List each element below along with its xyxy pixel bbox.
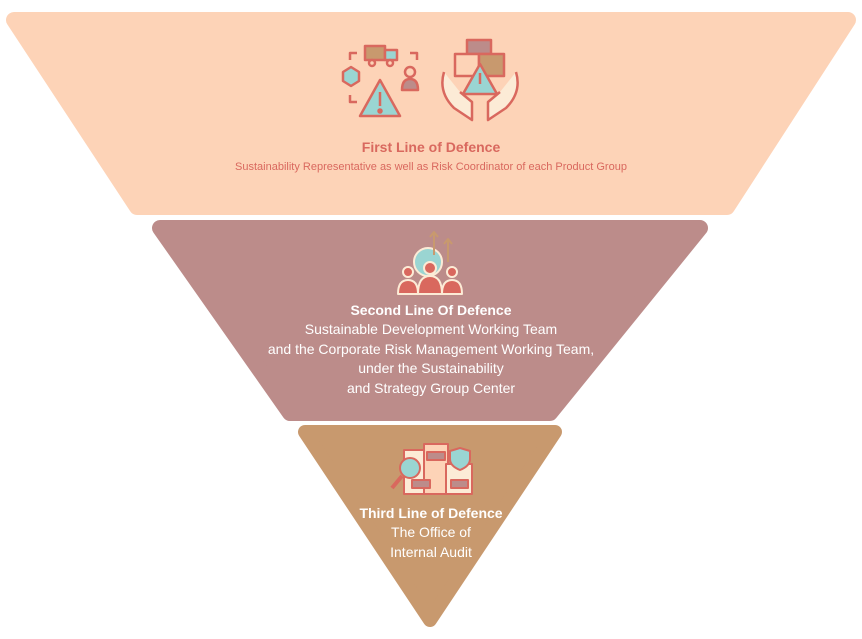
second-line-text: Sustainable Development Working Team bbox=[304, 321, 558, 337]
third-line-title: Third Line of Defence bbox=[359, 505, 503, 521]
supply-chain-risk-icon bbox=[341, 44, 420, 118]
second-line-text: under the Sustainability bbox=[358, 360, 504, 376]
audit-icon bbox=[390, 443, 473, 495]
first-line-subtitle: Sustainability Representative as well as… bbox=[235, 161, 627, 173]
second-line-text: and the Corporate Risk Management Workin… bbox=[267, 340, 595, 357]
first-line-shape bbox=[6, 12, 856, 215]
second-line-title: Second Line Of Defence bbox=[350, 302, 512, 318]
second-line-text: and Strategy Group Center bbox=[346, 379, 516, 396]
first-line-title: First Line of Defence bbox=[361, 139, 501, 155]
team-growth-icon bbox=[397, 231, 463, 295]
third-line-shape bbox=[298, 425, 562, 627]
third-line-text: Internal Audit bbox=[390, 543, 472, 560]
third-line-text: The Office of bbox=[391, 524, 471, 540]
hands-risk-icon bbox=[441, 38, 519, 122]
second-line-shape bbox=[152, 220, 708, 421]
